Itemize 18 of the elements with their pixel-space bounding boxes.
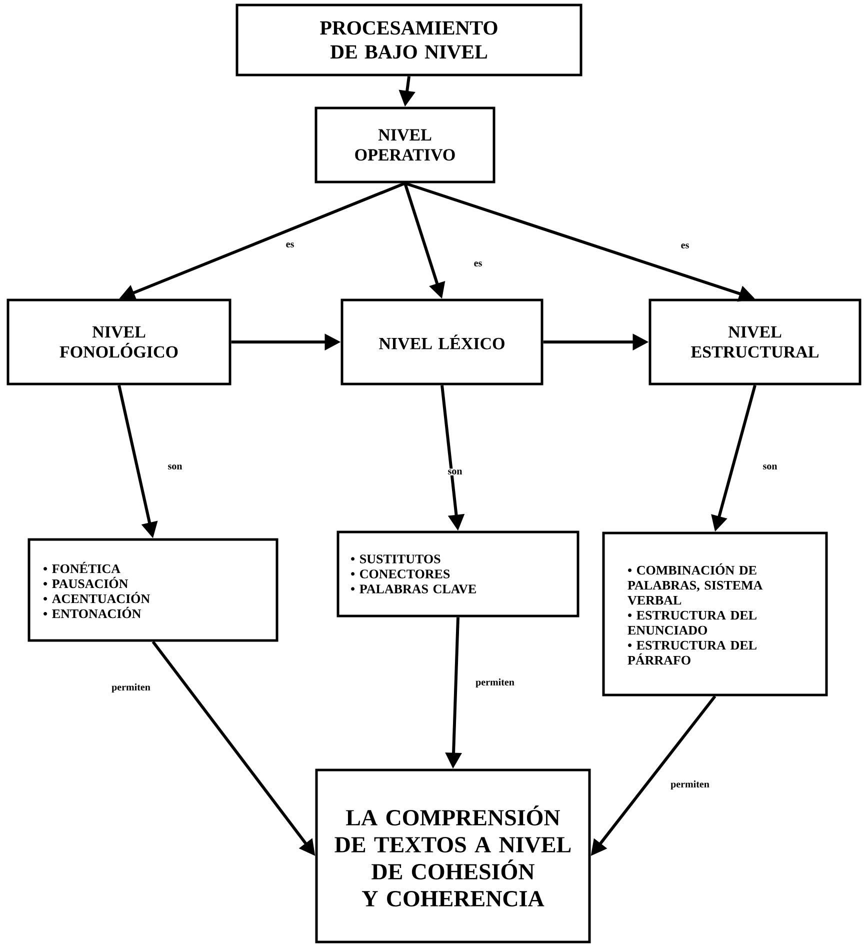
concept-box: NIVEL ESTRUCTURAL [648,298,862,386]
list-box: • SUSTITUTOS • CONECTORES • PALABRAS CLAVE [336,530,580,618]
edge-label: permiten [110,682,152,694]
edge-label: son [762,464,778,470]
edge-label: es [284,242,296,248]
edge-label: es [472,260,484,268]
concept-box: NIVEL FONOLÓGICO [6,298,232,386]
edge-label: son [446,468,464,476]
list-box: • COMBINACIÓN DE PALABRAS, SISTEMA VERBAL • ESTRUCTURA DEL ENUNCIADO • ESTRUCTURA DEL PÁRRAFO [602,532,828,696]
concept-box: PROCESAMIENTO DE BAJO NIVEL [236,4,582,76]
edge-label: es [680,242,690,250]
list-box: • FONÉTICA • PAUSACIÓN • ACENTUACIÓN • ENTONACIÓN [28,538,278,642]
edge-label: son [166,464,184,470]
concept-box: NIVEL OPERATIVO [314,106,496,184]
concept-box: LA COMPRENSIÓN DE TEXTOS A NIVEL DE COHESIÓN Y COHERENCIA [315,768,591,944]
concept-box: NIVEL LÉXICO [340,298,544,386]
edge-label: permiten [670,779,710,791]
edge-label: permiten [474,677,516,689]
